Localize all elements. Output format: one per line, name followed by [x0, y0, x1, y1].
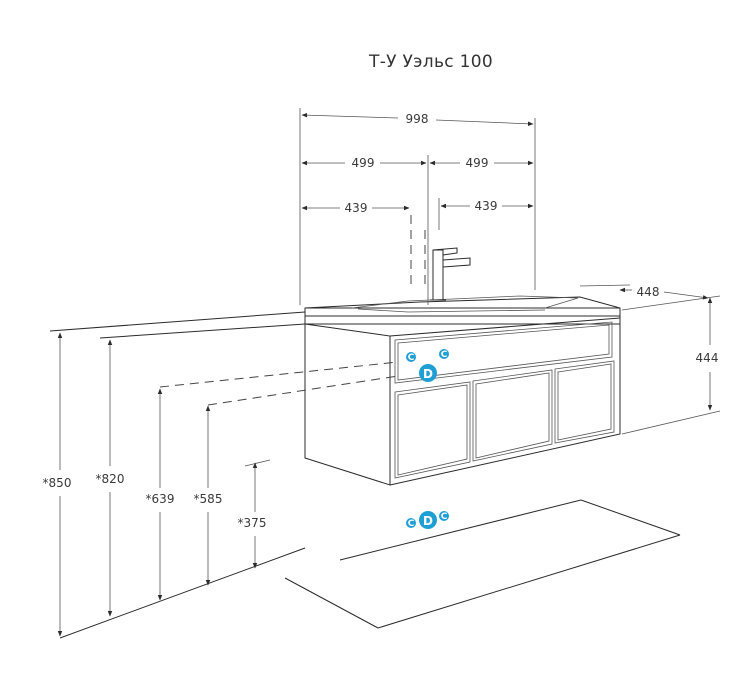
dim-499-right: 499 — [466, 156, 489, 170]
wall-connection-points: C C D — [406, 349, 449, 382]
drain-point — [419, 364, 437, 382]
floor-drain-label: D — [423, 514, 433, 528]
dim-998: 998 — [406, 112, 429, 126]
floor-hot-label: C — [441, 512, 448, 522]
dim-499-left: 499 — [352, 156, 375, 170]
floor-connection-points: C D C — [406, 511, 449, 529]
floor-hot-point — [439, 511, 449, 521]
cabinet — [304, 295, 621, 486]
hot-water-point — [439, 349, 449, 359]
dim-375: *375 — [238, 516, 267, 530]
dim-448: 448 — [637, 285, 660, 299]
right-dimensions: 448 444 — [579, 284, 721, 435]
dim-639: *639 — [146, 492, 175, 506]
left-dimensions: *850 *820 *639 *585 *375 — [43, 332, 271, 637]
floor-outline — [284, 499, 681, 629]
hot-water-label: C — [441, 350, 448, 360]
cold-water-label: C — [408, 353, 415, 363]
dim-820: *820 — [96, 472, 125, 486]
floor-cold-point — [406, 518, 416, 528]
dim-444: 444 — [696, 351, 719, 365]
floor-drain-point — [419, 511, 437, 529]
drain-label: D — [423, 367, 433, 381]
wall — [49, 311, 306, 639]
dim-585: *585 — [194, 492, 223, 506]
dim-439-left: 439 — [345, 201, 368, 215]
floor-cold-label: C — [408, 519, 415, 529]
faucet — [430, 247, 471, 301]
top-dimensions: 998 499 499 439 439 — [299, 108, 536, 305]
dim-850: *850 — [43, 476, 72, 490]
drawing-title: Т-У Уэльс 100 — [368, 52, 493, 72]
dim-439-right: 439 — [475, 199, 498, 213]
cold-water-point — [406, 352, 416, 362]
utility-dashed-lines — [159, 215, 426, 406]
